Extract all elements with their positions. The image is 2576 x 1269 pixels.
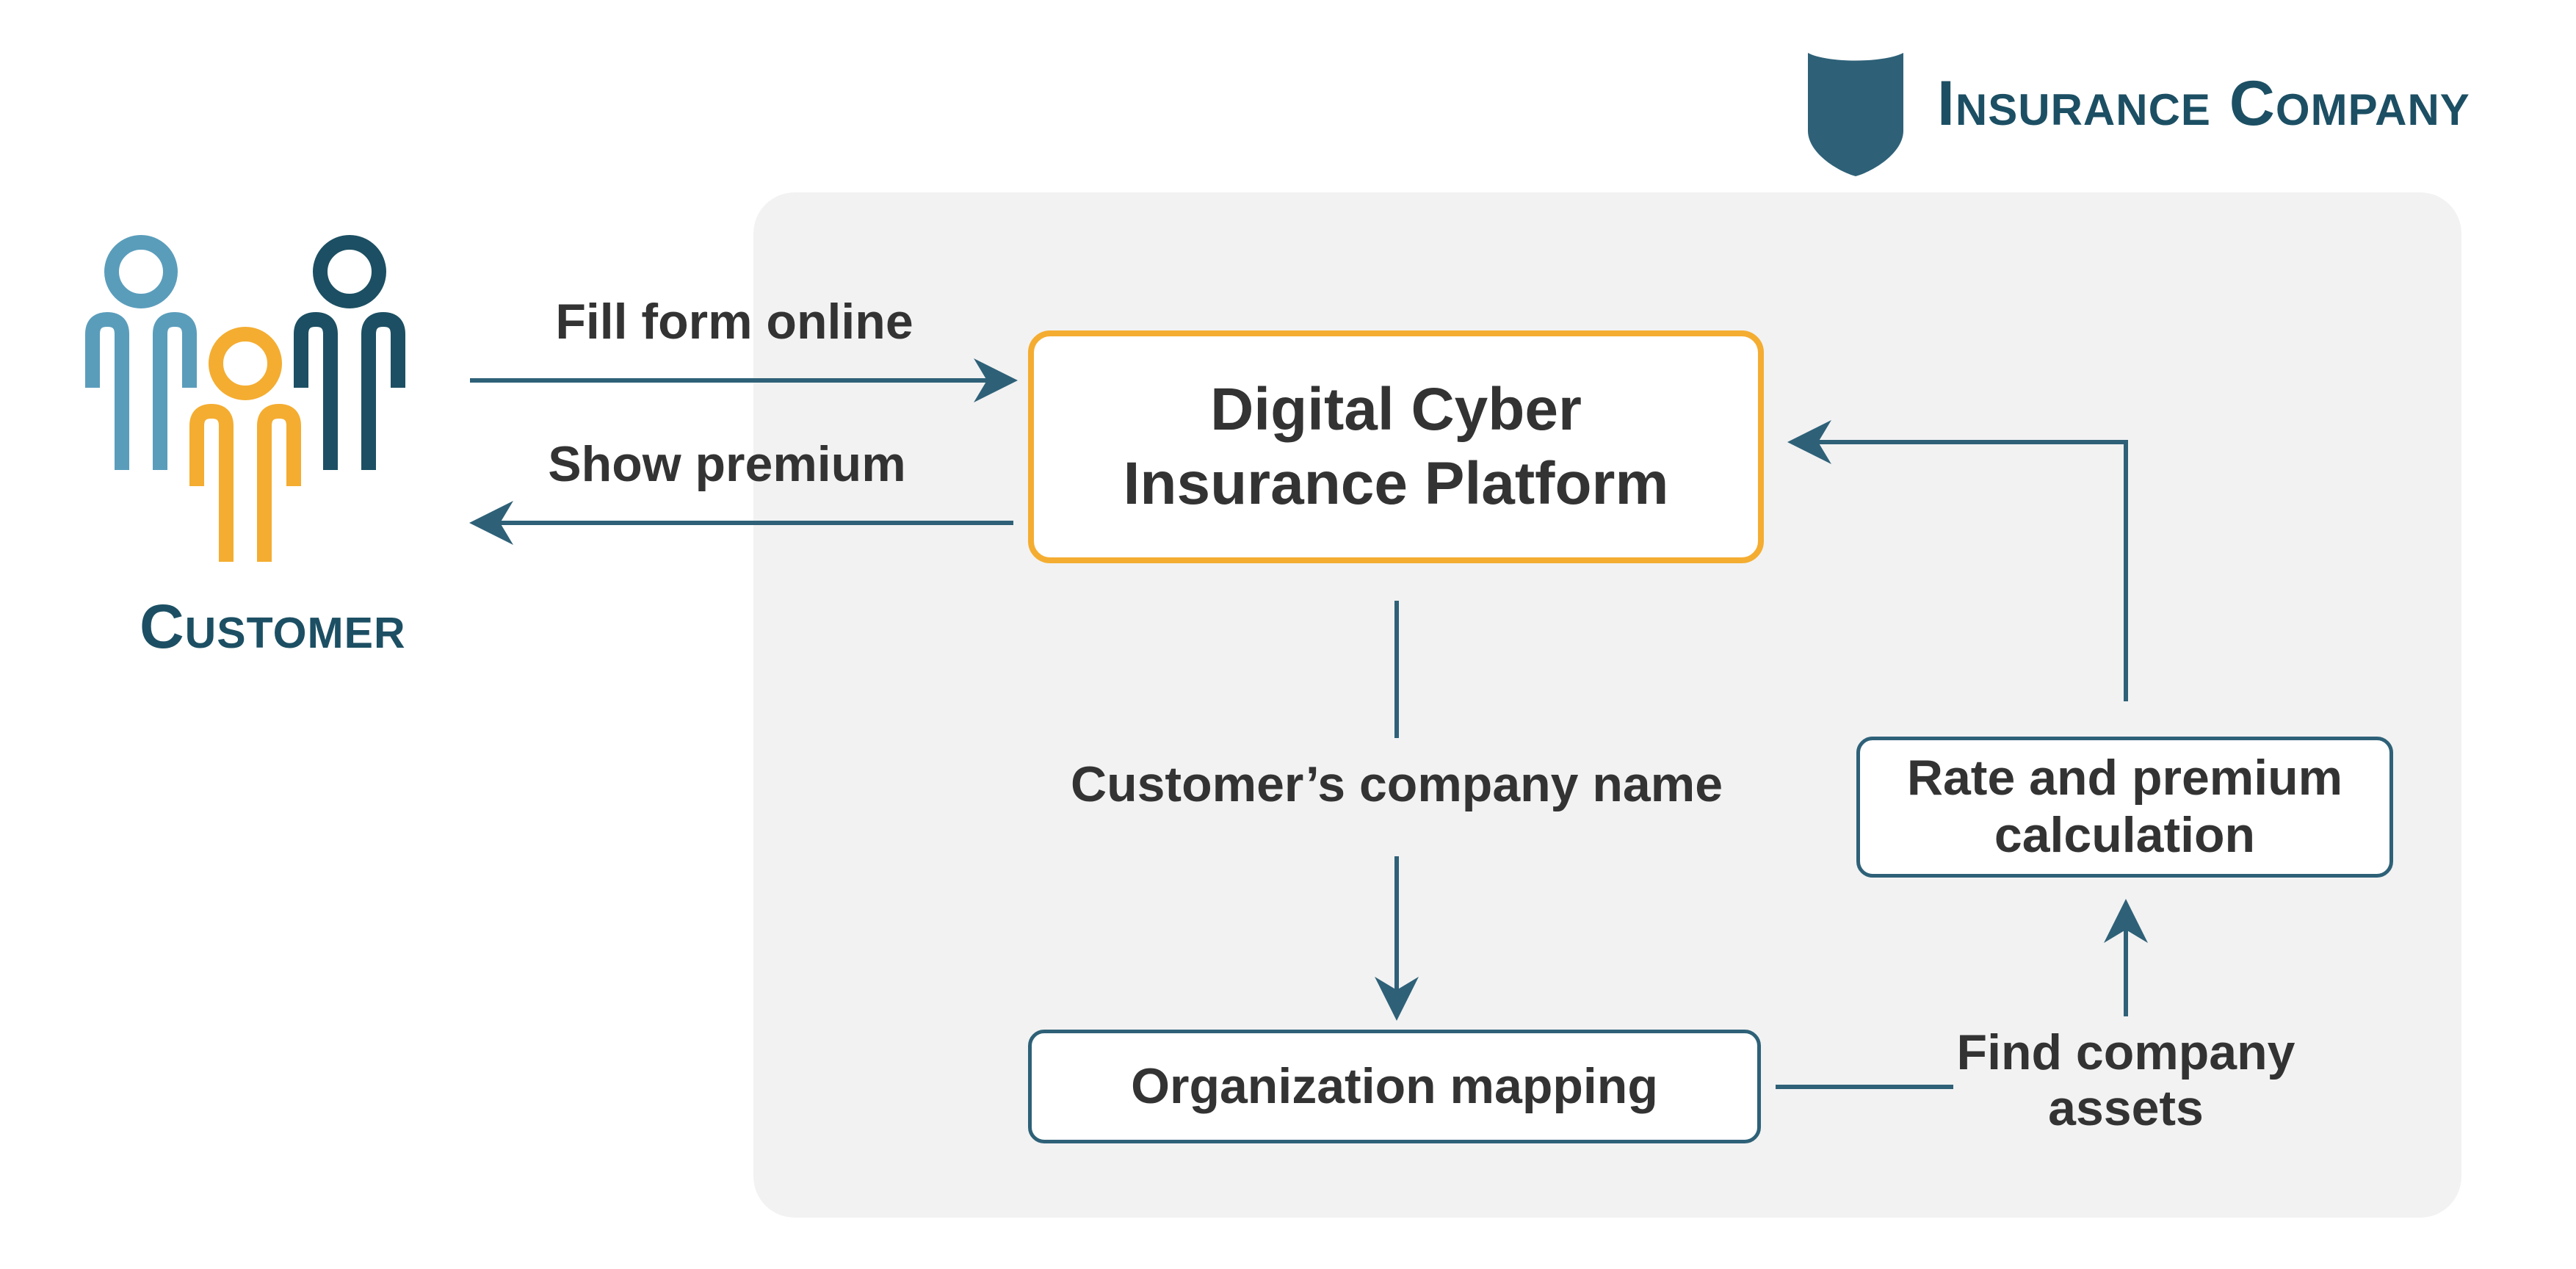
show-premium-label: Show premium	[548, 436, 906, 492]
people-icon	[85, 235, 405, 562]
customer-label: Customer	[140, 592, 406, 661]
find-company-assets-label: Find company assets	[1956, 1024, 2295, 1137]
shield-icon	[1808, 53, 1903, 176]
fill-form-online-label: Fill form online	[555, 294, 913, 350]
insurance-company-title: Insurance Company	[1937, 68, 2470, 139]
person-light-blue	[85, 235, 197, 470]
person-orange	[189, 327, 301, 562]
person-dark-teal	[294, 235, 405, 470]
rate-to-platform-arrow	[1787, 420, 2128, 701]
customers-company-name-label: Customer’s company name	[1070, 756, 1723, 812]
digital-cyber-insurance-platform-node: Digital Cyber Insurance Platform	[1028, 330, 1764, 563]
rate-and-premium-calculation-node: Rate and premium calculation	[1856, 737, 2393, 878]
organization-mapping-node: Organization mapping	[1028, 1030, 1761, 1143]
